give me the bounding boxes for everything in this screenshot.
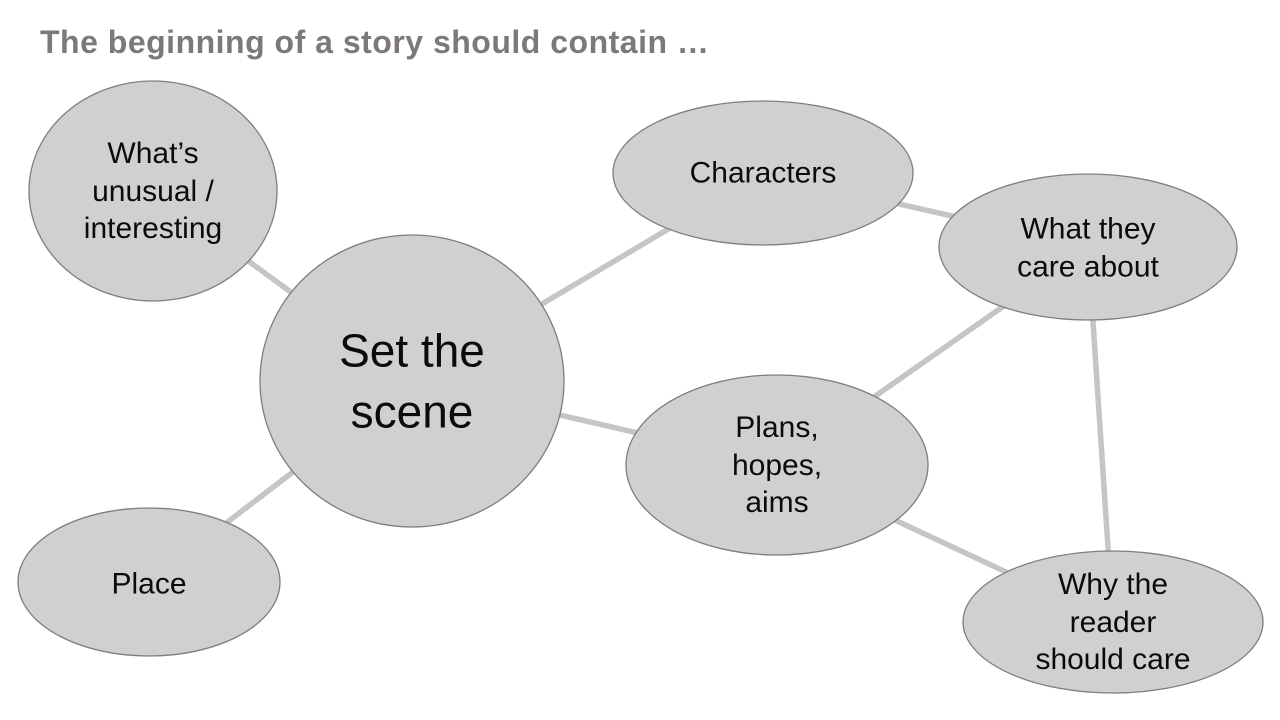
ellipse-why-reader-should-care bbox=[962, 550, 1264, 694]
ellipse-characters bbox=[612, 100, 914, 246]
node-label-why-reader-should-care: Why the reader should care bbox=[1035, 567, 1191, 676]
ellipse-what-they-care-about bbox=[938, 173, 1238, 321]
ellipse-set-the-scene bbox=[259, 234, 565, 528]
slide-title: The beginning of a story should contain … bbox=[40, 24, 710, 60]
node-label-what-they-care-about: What they care about bbox=[1017, 212, 1159, 284]
node-label-set-the-scene: Set the scene bbox=[339, 324, 485, 437]
ellipse-whats-unusual bbox=[28, 80, 278, 302]
node-label-characters: Characters bbox=[689, 156, 837, 190]
node-label-place: Place bbox=[111, 567, 187, 601]
node-shapes bbox=[17, 80, 1264, 694]
node-label-whats-unusual: What’s unusual / interesting bbox=[83, 136, 223, 245]
ellipse-place bbox=[17, 507, 281, 657]
node-label-plans-hopes-aims: Plans, hopes, aims bbox=[731, 410, 823, 519]
ellipse-plans-hopes-aims bbox=[625, 374, 929, 556]
